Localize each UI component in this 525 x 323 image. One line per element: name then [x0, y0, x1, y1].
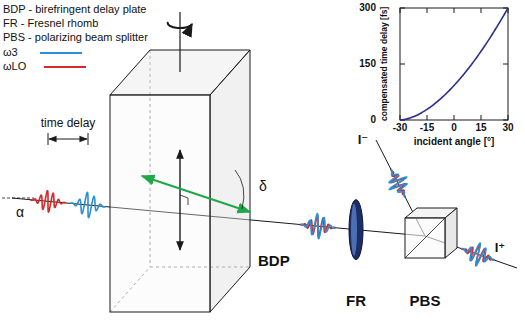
- delay-bar: [88, 133, 89, 145]
- axis-text: 0: [370, 114, 376, 126]
- y-tick: [400, 8, 405, 9]
- part-label: BDP: [258, 252, 290, 269]
- x-tick: [454, 8, 455, 13]
- axis-text: -30: [393, 122, 407, 134]
- axis-text: incident angle [°]: [414, 136, 495, 148]
- rotation-arrow: [168, 22, 192, 28]
- rotation-axis: [179, 12, 180, 72]
- x-tick: [454, 115, 455, 120]
- x-tick: [427, 8, 428, 13]
- y-tick: [503, 120, 508, 121]
- part-label: δ: [259, 178, 267, 194]
- fresnel-rhomb-face: [351, 204, 357, 256]
- axis-text: 0: [451, 122, 457, 134]
- x-tick: [481, 115, 482, 120]
- fresnel-rhomb: [349, 200, 363, 260]
- wave-packet: [30, 191, 66, 213]
- wave-packet: [300, 214, 336, 239]
- legend-line-omegaLO: [44, 66, 86, 68]
- legend-text: ω3: [3, 46, 18, 59]
- part-label: FR: [346, 292, 366, 309]
- chart-frame: [400, 8, 508, 120]
- delay-plate-side: [210, 50, 250, 312]
- x-tick: [427, 115, 428, 120]
- legend-text: ωLO: [3, 60, 26, 73]
- part-label: PBS: [410, 292, 441, 309]
- pbs-front: [405, 218, 445, 258]
- axis-text: 30: [502, 122, 513, 134]
- angle-arc: [235, 170, 244, 209]
- wave-packet: [389, 169, 407, 198]
- y-tick: [400, 64, 405, 65]
- legend-text: BDP - birefringent delay plate: [3, 3, 147, 16]
- legend-text: PBS - polarizing beam splitter: [3, 31, 148, 44]
- y-tick: [503, 64, 508, 65]
- axis-text: 300: [359, 2, 376, 14]
- part-label: α: [16, 204, 24, 220]
- wave-packet: [70, 192, 106, 217]
- delay-chart: [400, 8, 508, 120]
- pbs-diagonal: [405, 218, 445, 258]
- polarization-arrow: [142, 176, 250, 212]
- axis-text: 15: [475, 122, 486, 134]
- optic-axis-arrow: [179, 150, 180, 250]
- axis-text: compensated time delay [fs]: [380, 7, 390, 121]
- setup-drawing: [2, 12, 517, 312]
- legend-text: FR - Fresnel rhomb: [3, 17, 98, 30]
- wave-packet: [461, 243, 495, 266]
- legend-line-omega3: [40, 52, 82, 54]
- delay-arrow: [49, 138, 87, 139]
- right-angle: [180, 195, 188, 205]
- part-label: I⁻: [358, 133, 368, 148]
- part-label: time delay: [41, 117, 96, 131]
- axis-text: 150: [359, 58, 376, 70]
- delay-curve: [400, 8, 508, 120]
- part-label: I⁺: [495, 241, 505, 256]
- pbs-side: [445, 208, 457, 258]
- axis-text: -15: [420, 122, 434, 134]
- delay-plate-front: [110, 95, 210, 312]
- delay-bar: [48, 133, 49, 145]
- x-tick: [481, 8, 482, 13]
- x-tick: [508, 115, 509, 120]
- x-tick: [400, 8, 401, 13]
